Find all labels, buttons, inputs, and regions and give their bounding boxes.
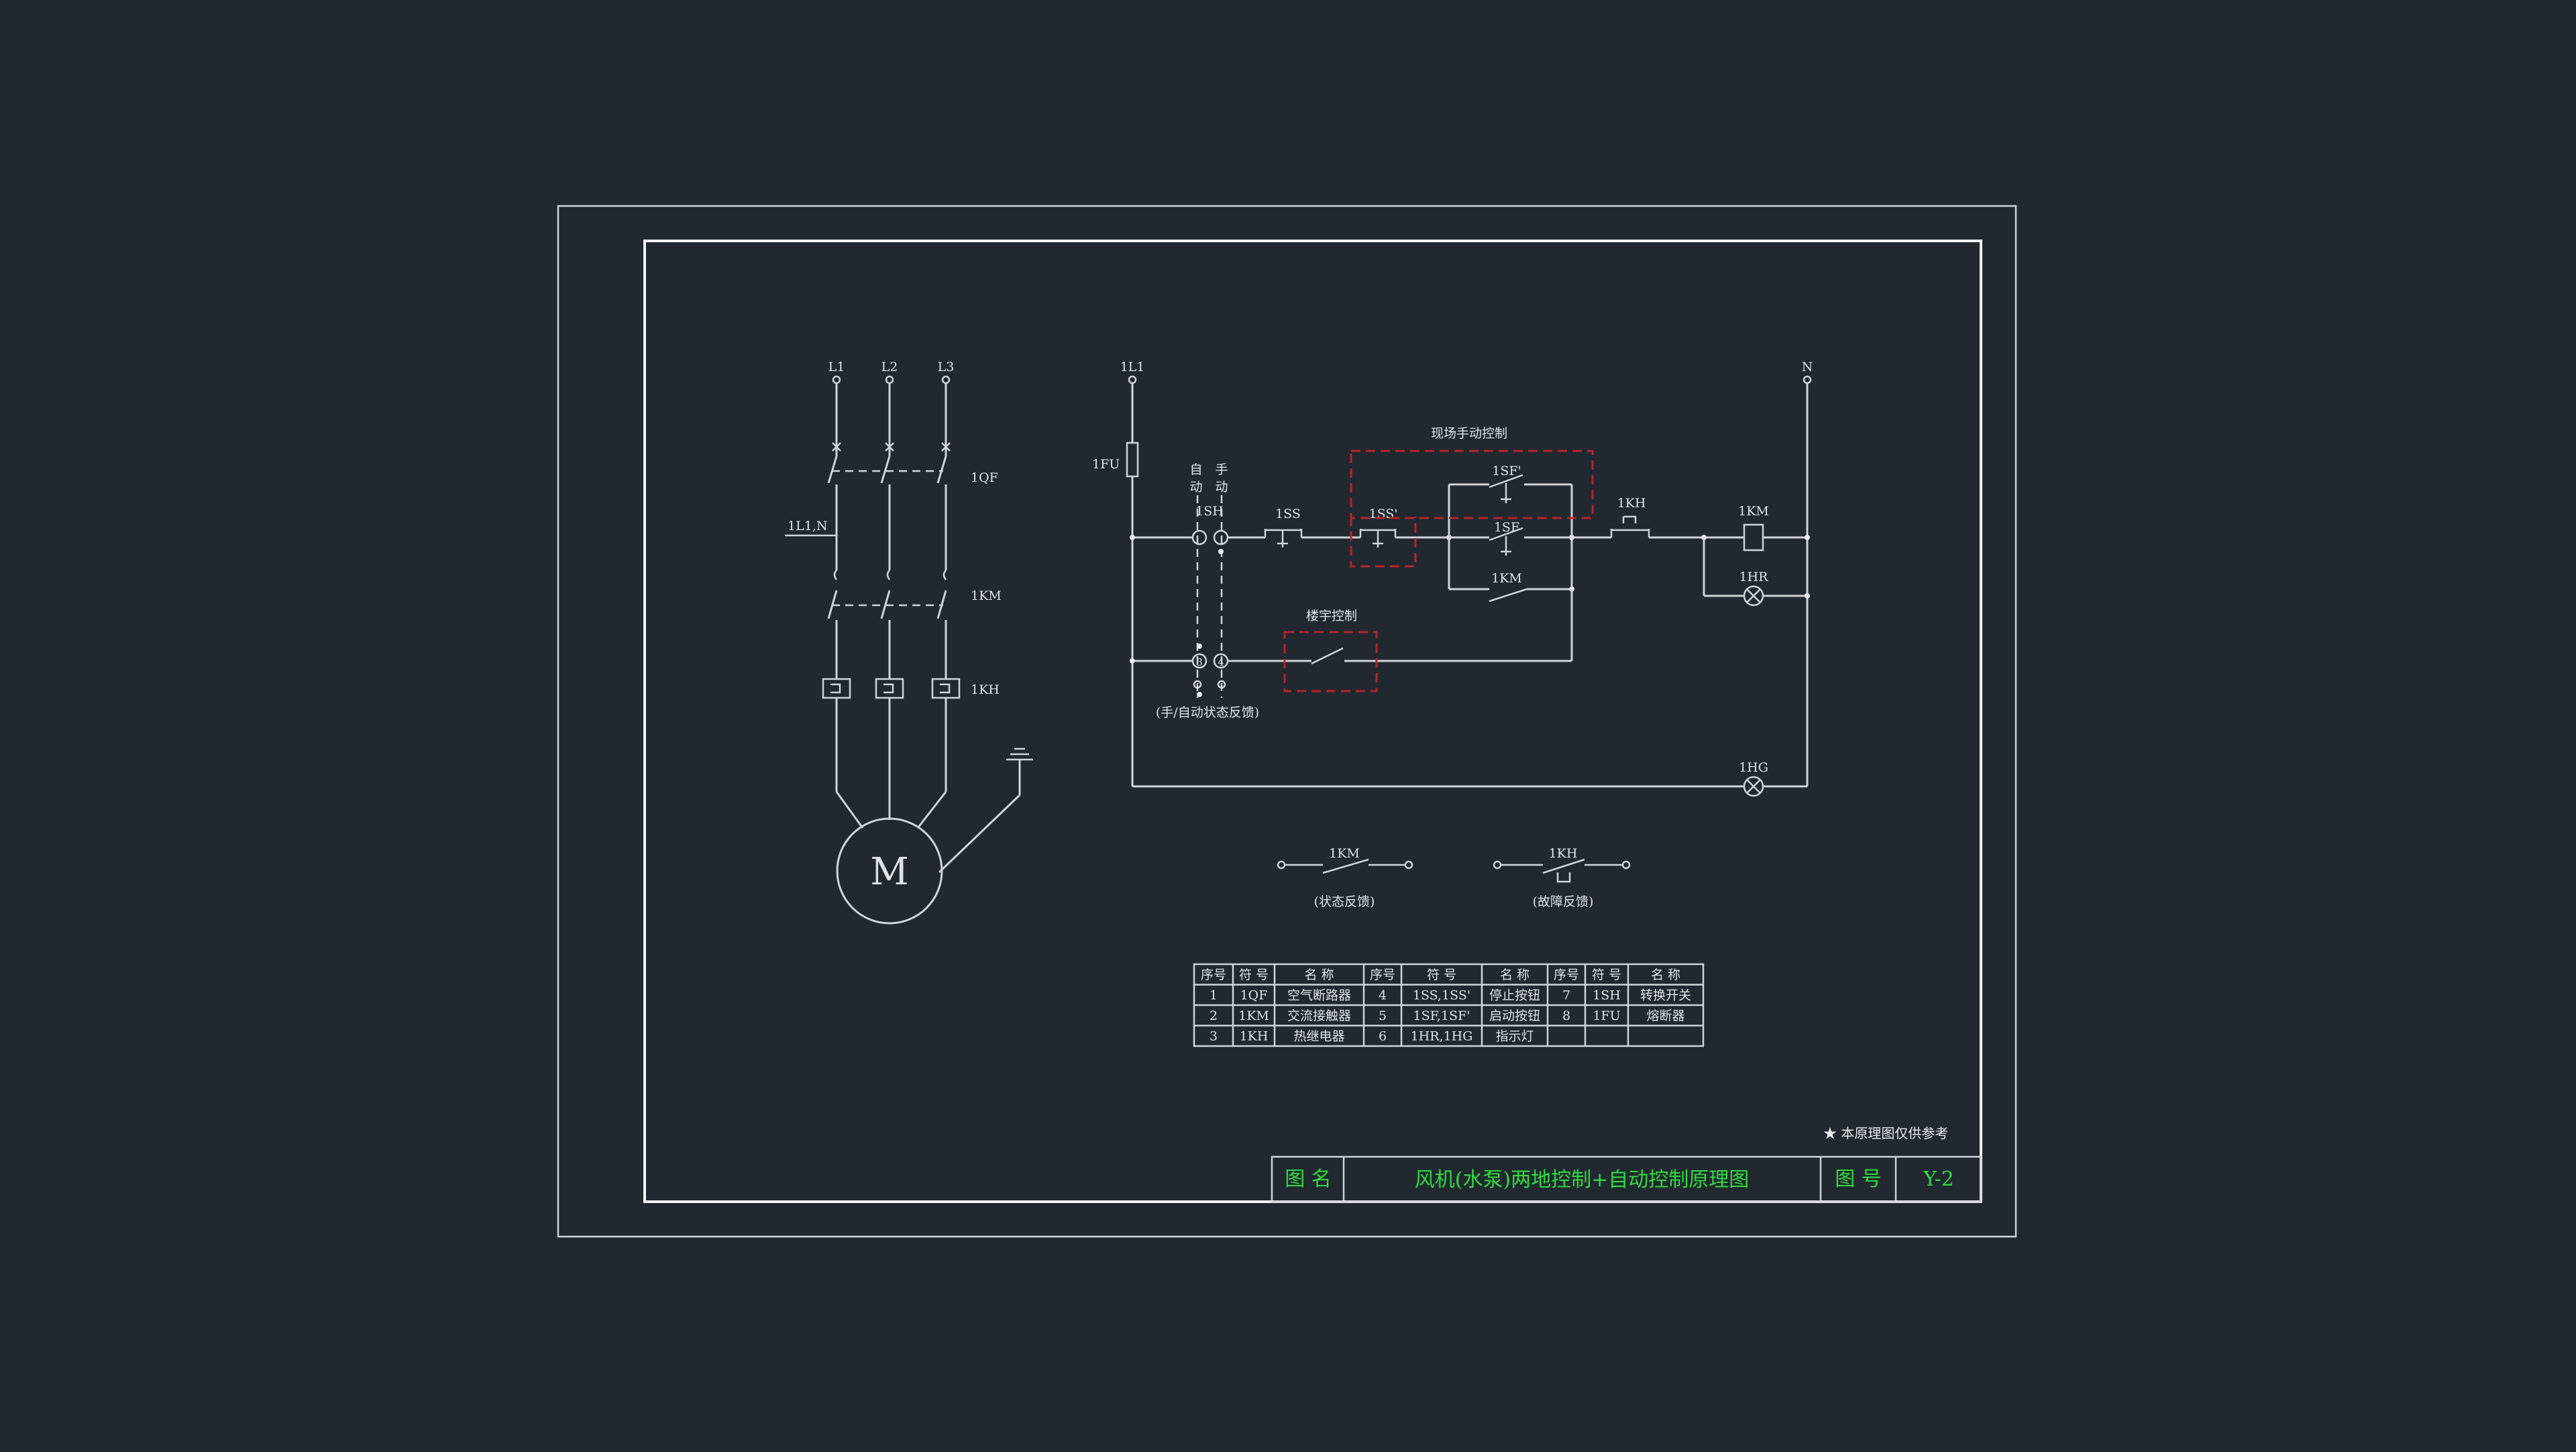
stop1-label: 1SS [1275,507,1301,521]
number-label: 图 号 [1835,1168,1882,1191]
table-header-cell: 序号 [1370,968,1395,982]
title-block: ★ 本原理图仅供参考 图 名 风机(水泵)两地控制+自动控制原理图 图 号 Y-… [1271,1125,1982,1203]
coil-label: 1KM [1738,504,1769,519]
phase-label-l2: L2 [881,360,898,374]
feedback-kh-caption: (故障反馈) [1533,894,1594,909]
feedback-km-caption: (状态反馈) [1314,894,1375,909]
start-local-label: 1SF [1494,520,1519,535]
table-cell: 熔断器 [1646,1008,1684,1023]
hold-label: 1KM [1491,571,1522,586]
feedback-contacts: 1KM (状态反馈) 1KH (故障反馈) [1277,846,1631,909]
contactor-label: 1KM [971,588,1002,603]
table-cell: 1KH [1240,1029,1269,1044]
table-header-cell: 名 称 [1500,968,1529,982]
table-header-cell: 符 号 [1427,968,1456,982]
table-cell: 1SH [1593,988,1621,1003]
local-control-box-top [1350,450,1594,519]
table-cell: 热继电器 [1293,1029,1344,1044]
table-cell: 4 [1379,988,1387,1003]
table-cell: 1HR,1HG [1411,1029,1473,1044]
switch-manual-label-a: 手 [1215,462,1228,477]
sheet-outer-border [557,205,2017,1238]
table-cell: 3 [1210,1029,1218,1044]
feedback-km-tag: 1KM [1329,846,1360,861]
main-circuit: L1 L2 L3 [785,360,1033,925]
stop2-label: 1SS' [1368,507,1397,521]
terminal-3-label: 3 [1196,656,1203,668]
motor-label: M [870,850,908,894]
table-cell: 1SF,1SF' [1413,1008,1470,1023]
neutral-label: N [1802,360,1813,374]
table-cell: 2 [1210,1008,1218,1023]
table-cell: 1QF [1240,988,1268,1003]
switch-auto-label-b: 动 [1189,480,1202,495]
live-label: 1L1 [1120,360,1145,374]
sheet-inner-border [643,240,1982,1203]
table-cell: 8 [1562,1008,1570,1023]
stop-lamp-label: 1HG [1739,760,1768,775]
table-cell: 5 [1379,1008,1387,1023]
local-control-box-label: 现场手动控制 [1431,426,1507,441]
run-lamp-label: 1HR [1739,570,1769,584]
table-cell: 7 [1562,988,1570,1003]
building-control-box-label: 楼宇控制 [1306,609,1357,623]
fuse-label: 1FU [1092,457,1120,472]
reference-note: ★ 本原理图仅供参考 [1823,1125,1948,1141]
thermal-label: 1KH [971,682,1000,697]
overload-label: 1KH [1617,496,1646,511]
table-cell: 1 [1210,988,1218,1003]
aux-supply-label: 1L1,N [788,519,827,533]
feedback-kh-tag: 1KH [1549,846,1578,861]
table-header-cell: 符 号 [1592,968,1621,982]
drawing-number: Y-2 [1923,1168,1954,1191]
control-circuit: 1L1 N 1FU 自 动 手 动 1SH 1SS [1092,360,1813,797]
title-label: 图 名 [1285,1168,1332,1191]
phase-label-l1: L1 [828,360,845,374]
building-control-box [1283,631,1378,692]
table-header-cell: 序号 [1201,968,1226,982]
table-cell: 空气断路器 [1287,988,1351,1003]
breaker-label: 1QF [971,470,998,485]
table-cell: 1SS,1SS' [1413,988,1470,1003]
switch-label: 1SH [1195,504,1224,519]
table-cell: 交流接触器 [1287,1008,1351,1023]
switch-auto-label-a: 自 [1189,462,1202,477]
terminal-4-label: 4 [1218,656,1224,668]
table-header-cell: 序号 [1554,968,1579,982]
phase-label-l3: L3 [938,360,955,374]
table-cell: 1KM [1238,1008,1269,1023]
table-cell: 启动按钮 [1489,1008,1540,1023]
table-header-cell: 符 号 [1239,968,1269,982]
table-cell: 转换开关 [1640,988,1691,1003]
switch-feedback-label: (手/自动状态反馈) [1156,705,1259,720]
table-cell: 指示灯 [1495,1029,1534,1044]
table-header-cell: 名 称 [1651,968,1680,982]
switch-manual-label-b: 动 [1215,480,1228,495]
start-remote-label: 1SF' [1492,464,1521,478]
table-header-cell: 名 称 [1304,968,1334,982]
drawing-title: 风机(水泵)两地控制+自动控制原理图 [1415,1168,1750,1192]
table-cell: 1FU [1593,1008,1620,1023]
table-cell: 停止按钮 [1489,988,1540,1003]
table-cell: 6 [1379,1029,1387,1044]
